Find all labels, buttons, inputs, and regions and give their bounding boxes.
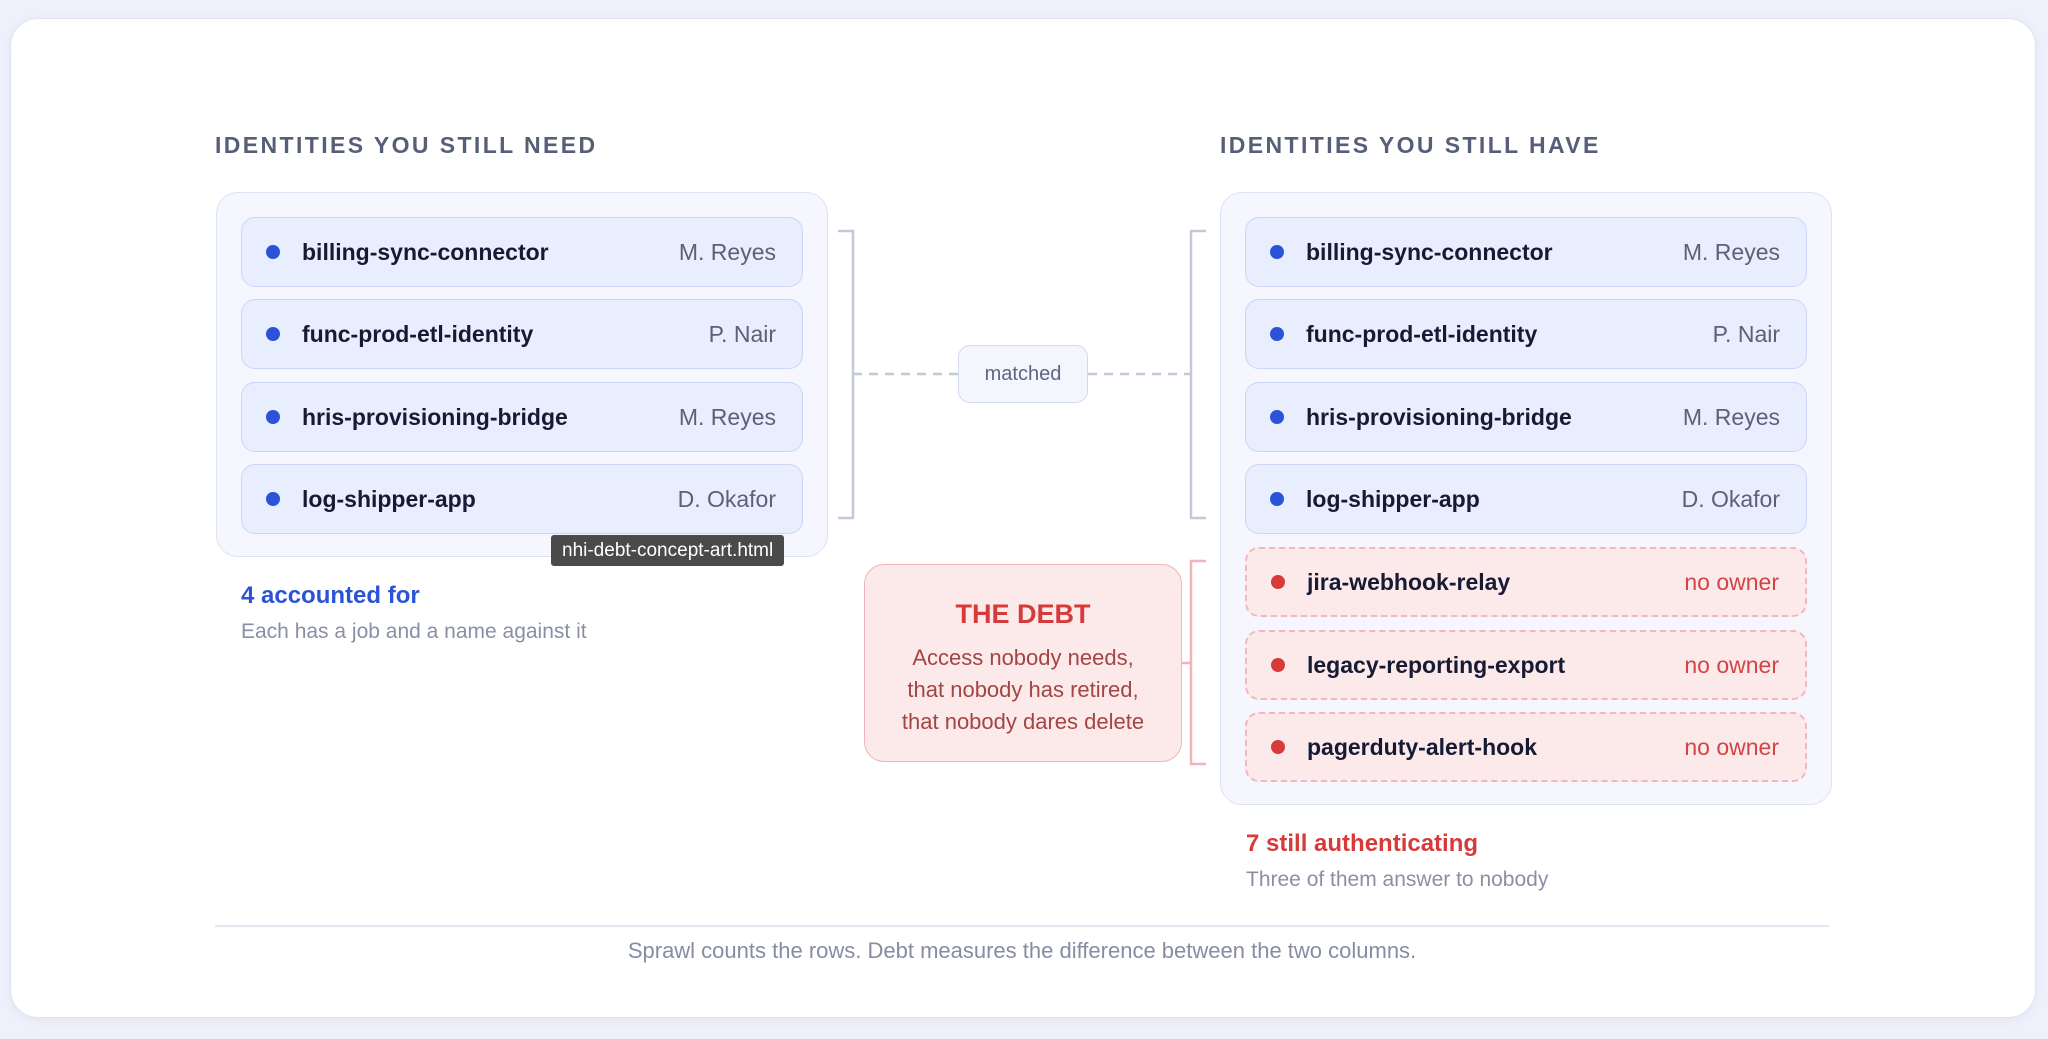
- right-row-4: log-shipper-app D. Okafor: [1245, 464, 1807, 534]
- footer-caption: Sprawl counts the rows. Debt measures th…: [627, 938, 1417, 963]
- identity-owner: no owner: [1684, 568, 1779, 595]
- status-dot-icon: [266, 492, 280, 506]
- identity-owner: M. Reyes: [678, 238, 776, 265]
- left-heading: IDENTITIES YOU STILL NEED: [215, 132, 598, 158]
- identity-owner: P. Nair: [708, 320, 776, 347]
- status-dot-icon: [1270, 410, 1284, 424]
- identity-name: jira-webhook-relay: [1307, 568, 1511, 595]
- right-row-5-orphan: jira-webhook-relay no owner: [1245, 547, 1807, 617]
- right-subtext: Three of them answer to nobody: [1246, 868, 1549, 891]
- status-dot-icon: [1270, 245, 1284, 259]
- status-dot-icon: [266, 410, 280, 424]
- left-row-1: billing-sync-connector M. Reyes: [241, 217, 803, 287]
- left-row-4: log-shipper-app D. Okafor: [241, 464, 803, 534]
- identity-name: billing-sync-connector: [1306, 238, 1553, 265]
- left-stat: 4 accounted for: [241, 582, 420, 609]
- matched-label: matched: [958, 345, 1088, 403]
- status-dot-icon: [1271, 740, 1285, 754]
- status-dot-icon: [1270, 327, 1284, 341]
- status-dot-icon: [266, 327, 280, 341]
- status-dot-icon: [1271, 658, 1285, 672]
- right-row-1: billing-sync-connector M. Reyes: [1245, 217, 1807, 287]
- identity-name: func-prod-etl-identity: [1306, 320, 1538, 347]
- right-heading: IDENTITIES YOU STILL HAVE: [1220, 132, 1601, 158]
- left-row-3: hris-provisioning-bridge M. Reyes: [241, 382, 803, 452]
- right-row-6-orphan: legacy-reporting-export no owner: [1245, 630, 1807, 700]
- debt-line-3: that nobody dares delete: [901, 709, 1145, 734]
- identity-name: func-prod-etl-identity: [302, 320, 534, 347]
- identity-name: legacy-reporting-export: [1307, 651, 1566, 678]
- identity-owner: M. Reyes: [1682, 238, 1780, 265]
- left-row-2: func-prod-etl-identity P. Nair: [241, 299, 803, 369]
- identity-owner: M. Reyes: [1682, 403, 1780, 430]
- debt-description: Access nobody needs, that nobody has ret…: [865, 642, 1181, 738]
- left-panel: billing-sync-connector M. Reyes func-pro…: [216, 192, 828, 557]
- right-stat: 7 still authenticating: [1246, 830, 1479, 857]
- status-dot-icon: [1271, 575, 1285, 589]
- identity-name: billing-sync-connector: [302, 238, 549, 265]
- identity-owner: D. Okafor: [1681, 485, 1780, 512]
- identity-name: log-shipper-app: [302, 485, 476, 512]
- left-subtext: Each has a job and a name against it: [241, 620, 587, 643]
- identity-name: pagerduty-alert-hook: [1307, 733, 1538, 760]
- identity-owner: no owner: [1684, 733, 1779, 760]
- identity-owner: P. Nair: [1712, 320, 1780, 347]
- debt-title: THE DEBT: [955, 599, 1091, 629]
- right-panel: billing-sync-connector M. Reyes func-pro…: [1220, 192, 1832, 805]
- debt-line-2: that nobody has retired,: [907, 677, 1139, 702]
- identity-owner: no owner: [1684, 651, 1779, 678]
- right-row-7-orphan: pagerduty-alert-hook no owner: [1245, 712, 1807, 782]
- debt-line-1: Access nobody needs,: [912, 645, 1134, 670]
- identity-name: log-shipper-app: [1306, 485, 1480, 512]
- right-row-2: func-prod-etl-identity P. Nair: [1245, 299, 1807, 369]
- debt-callout: THE DEBT Access nobody needs, that nobod…: [864, 564, 1182, 762]
- status-dot-icon: [266, 245, 280, 259]
- filename-tooltip: nhi-debt-concept-art.html: [551, 535, 785, 566]
- identity-name: hris-provisioning-bridge: [1306, 403, 1572, 430]
- footer-divider: [215, 925, 1829, 927]
- identity-owner: D. Okafor: [677, 485, 776, 512]
- right-row-3: hris-provisioning-bridge M. Reyes: [1245, 382, 1807, 452]
- identity-name: hris-provisioning-bridge: [302, 403, 568, 430]
- status-dot-icon: [1270, 492, 1284, 506]
- identity-owner: M. Reyes: [678, 403, 776, 430]
